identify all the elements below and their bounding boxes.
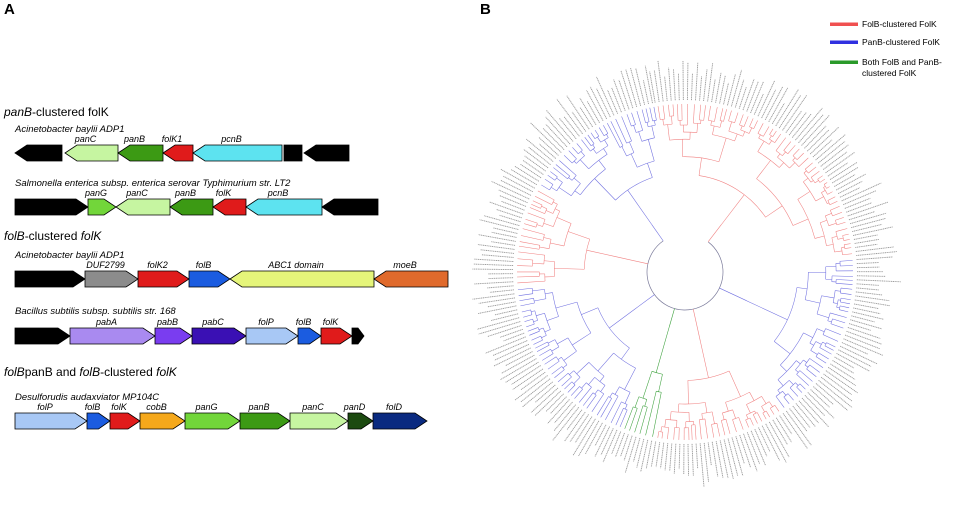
gene-arrow-pabb <box>154 327 193 345</box>
gene-label: folD <box>386 402 403 412</box>
gene-arrow-folp <box>14 412 88 430</box>
gene-arrow-unlabeled <box>283 144 303 162</box>
gene-arrow-unlabeled <box>14 198 89 216</box>
gene-arrow-fold <box>372 412 428 430</box>
legend-swatch <box>830 60 858 64</box>
legend-label-line2: clustered FolK <box>862 68 917 78</box>
legend-swatch <box>830 40 858 44</box>
phylogenetic-tree: FolB-clustered FolK PanB-clustered FolK Bo… <box>472 19 942 488</box>
gene-label: panB <box>174 188 196 198</box>
gene-label: pcnB <box>267 188 289 198</box>
gene-label: panB <box>247 402 269 412</box>
panel-b-letter: B <box>480 1 491 18</box>
gene-arrow-pang <box>184 412 241 430</box>
gene-label: panC <box>301 402 324 412</box>
gene-arrow-folk1 <box>162 144 194 162</box>
leaf-labels <box>472 60 901 488</box>
legend-label: FolB-clustered FolK <box>862 19 937 29</box>
gene-label: panD <box>343 402 366 412</box>
organism-title-3: Acinetobacter baylii ADP1 <box>15 250 125 261</box>
gene-operon-diagrams: panC panB folK1 pcnB panG panC panB folK pcnB DUF… <box>14 134 449 430</box>
section-title-panb-clustered: panB-clustered folK <box>4 105 109 119</box>
gene-arrow-panb <box>169 198 214 216</box>
gene-arrow-moeb <box>373 270 449 288</box>
gene-label: folK2 <box>147 260 168 270</box>
gene-arrow-panc <box>289 412 349 430</box>
gene-arrow-pabc <box>191 327 247 345</box>
gene-label: pabA <box>95 317 117 327</box>
gene-arrow-folk <box>212 198 247 216</box>
gene-label: panC <box>74 134 97 144</box>
gene-arrow-folp <box>245 327 299 345</box>
gene-arrow-unlabeled <box>14 327 71 345</box>
organism-title-4: Bacillus subtilis subsp. subtilis str. 1… <box>15 306 176 317</box>
gene-label: folK <box>216 188 233 198</box>
legend-swatch <box>830 22 858 26</box>
gene-label: folK <box>111 402 128 412</box>
gene-label: folB <box>296 317 312 327</box>
gene-label: pcnB <box>220 134 242 144</box>
gene-arrow-abc1-domain <box>229 270 375 288</box>
gene-arrow-pand <box>347 412 374 430</box>
organism-title-5: Desulforudis audaxviator MP104C <box>15 392 160 403</box>
legend-label: PanB-clustered FolK <box>862 37 940 47</box>
gene-label: panG <box>84 188 107 198</box>
gene-arrow-pcnb <box>192 144 283 162</box>
gene-label: moeB <box>393 260 417 270</box>
operon-5: folP folB folK cobB panG panB panC panD folD <box>14 402 428 430</box>
gene-arrow-panb <box>239 412 291 430</box>
gene-arrow-unlabeled <box>14 144 63 162</box>
legend-label: Both FolB and PanB- <box>862 57 942 67</box>
gene-label: panG <box>194 402 217 412</box>
gene-arrow-paba <box>69 327 156 345</box>
organism-title-1: Acinetobacter baylii ADP1 <box>15 124 125 135</box>
panel-a-letter: A <box>4 1 15 18</box>
gene-label: panB <box>123 134 145 144</box>
gene-label: pabB <box>156 317 178 327</box>
gene-label: pabC <box>201 317 224 327</box>
gene-arrow-cobb <box>139 412 186 430</box>
gene-label: folB <box>196 260 212 270</box>
operon-1: panC panB folK1 pcnB <box>14 134 350 162</box>
operon-4: pabA pabB pabC folP folB folK <box>14 317 365 345</box>
gene-arrow-pang <box>87 198 117 216</box>
tree-legend: FolB-clustered FolK PanB-clustered FolK Bo… <box>830 19 942 78</box>
gene-arrow-panb <box>117 144 164 162</box>
gene-arrow-folb <box>86 412 111 430</box>
gene-arrow-unlabeled <box>321 198 379 216</box>
gene-arrow-folk <box>320 327 353 345</box>
section-title-folb-clustered: folB-clustered folK <box>4 229 102 243</box>
gene-arrow-panc <box>64 144 119 162</box>
gene-arrow-panc <box>115 198 171 216</box>
gene-label: cobB <box>146 402 167 412</box>
gene-arrow-folk2 <box>137 270 190 288</box>
gene-arrow-folb <box>297 327 322 345</box>
gene-label: folP <box>258 317 274 327</box>
gene-label: folK <box>323 317 340 327</box>
gene-arrow-duf2799 <box>84 270 139 288</box>
operon-2: panG panC panB folK pcnB <box>14 188 379 216</box>
gene-label: ABC1 domain <box>267 260 324 270</box>
gene-arrow-folk <box>109 412 141 430</box>
gene-arrow-folb <box>188 270 231 288</box>
organism-title-2: Salmonella enterica subsp. enterica sero… <box>15 178 291 189</box>
gene-arrow-unlabeled <box>14 270 86 288</box>
gene-label: panC <box>125 188 148 198</box>
operon-3: DUF2799 folK2 folB ABC1 domain moeB <box>14 260 449 288</box>
tree-branches <box>516 104 853 440</box>
gene-arrow-unlabeled <box>351 327 365 345</box>
gene-label: DUF2799 <box>86 260 125 270</box>
gene-label: folB <box>85 402 101 412</box>
section-title-both-clustered: folBpanB and folB-clustered folK <box>4 365 177 379</box>
gene-label: folK1 <box>162 134 183 144</box>
gene-label: folP <box>37 402 53 412</box>
gene-arrow-pcnb <box>245 198 323 216</box>
gene-arrow-unlabeled <box>303 144 350 162</box>
